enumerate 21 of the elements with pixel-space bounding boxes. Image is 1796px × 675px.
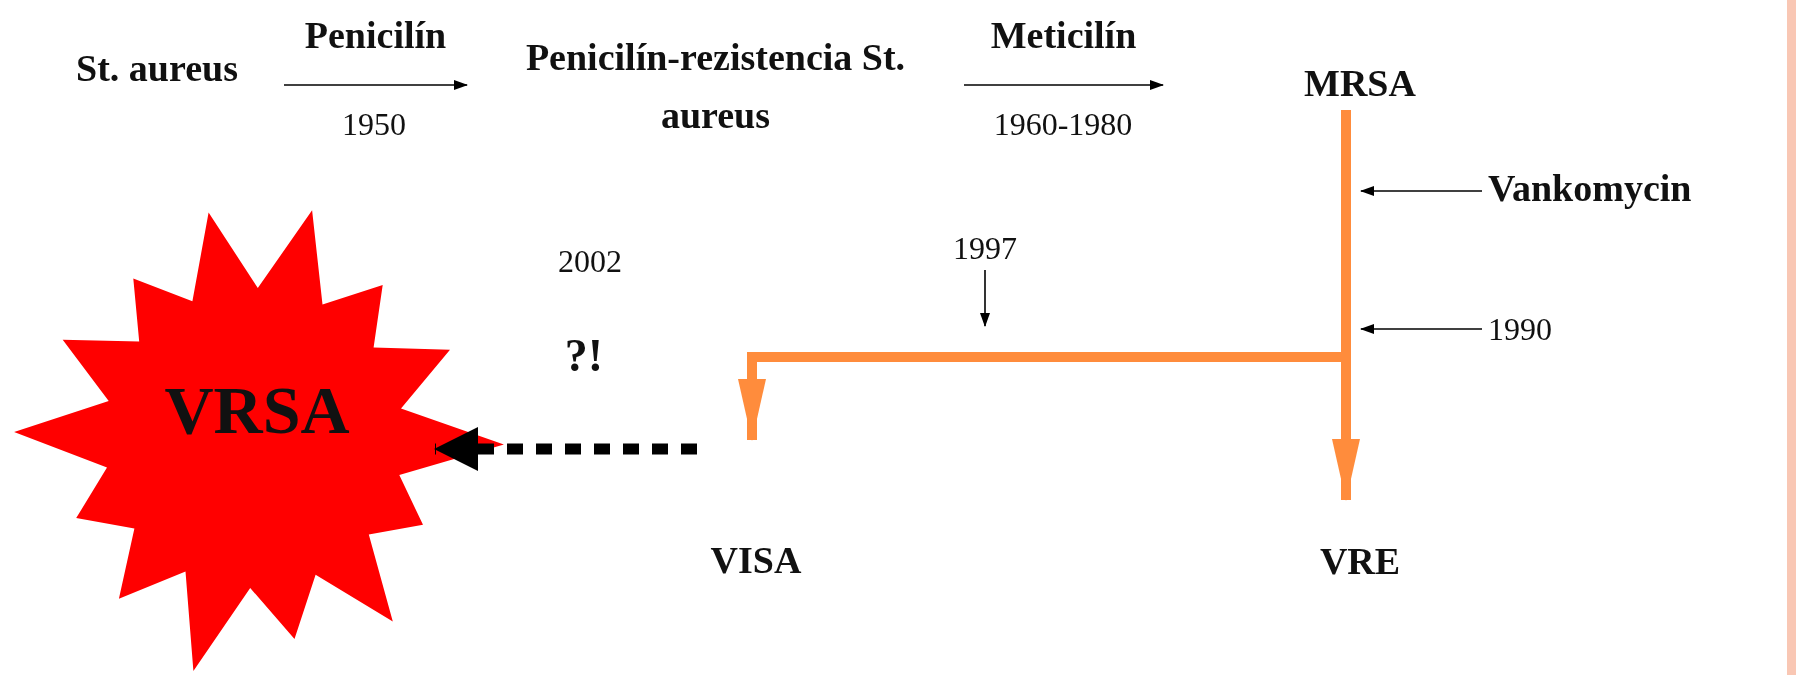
arrow — [980, 269, 990, 327]
arrow — [1360, 186, 1483, 196]
edge-label: Meticilín — [990, 13, 1137, 57]
node-label: 1997 — [953, 229, 1017, 268]
node-label: VRE — [1319, 539, 1401, 584]
node-label: Vankomycin — [1488, 166, 1692, 211]
node-label: 1990 — [1488, 310, 1552, 349]
note-text: 1960-1980 — [993, 105, 1133, 143]
dashed-arrow — [434, 427, 697, 471]
note-text: ?! — [564, 328, 604, 382]
node-label: VISA — [710, 538, 802, 583]
node-label: Penicilín-rezistencia St. aureus — [524, 35, 907, 138]
note-text: 1950 — [342, 105, 406, 143]
node-label: MRSA — [1304, 60, 1416, 106]
node-label: St. aureus — [76, 45, 238, 91]
arrow — [1360, 324, 1483, 334]
edge-label: Penicilín — [304, 13, 447, 57]
arrow — [963, 80, 1164, 90]
starburst-label: VRSA — [164, 371, 350, 448]
note-text: 2002 — [558, 242, 622, 280]
arrow — [283, 80, 468, 90]
